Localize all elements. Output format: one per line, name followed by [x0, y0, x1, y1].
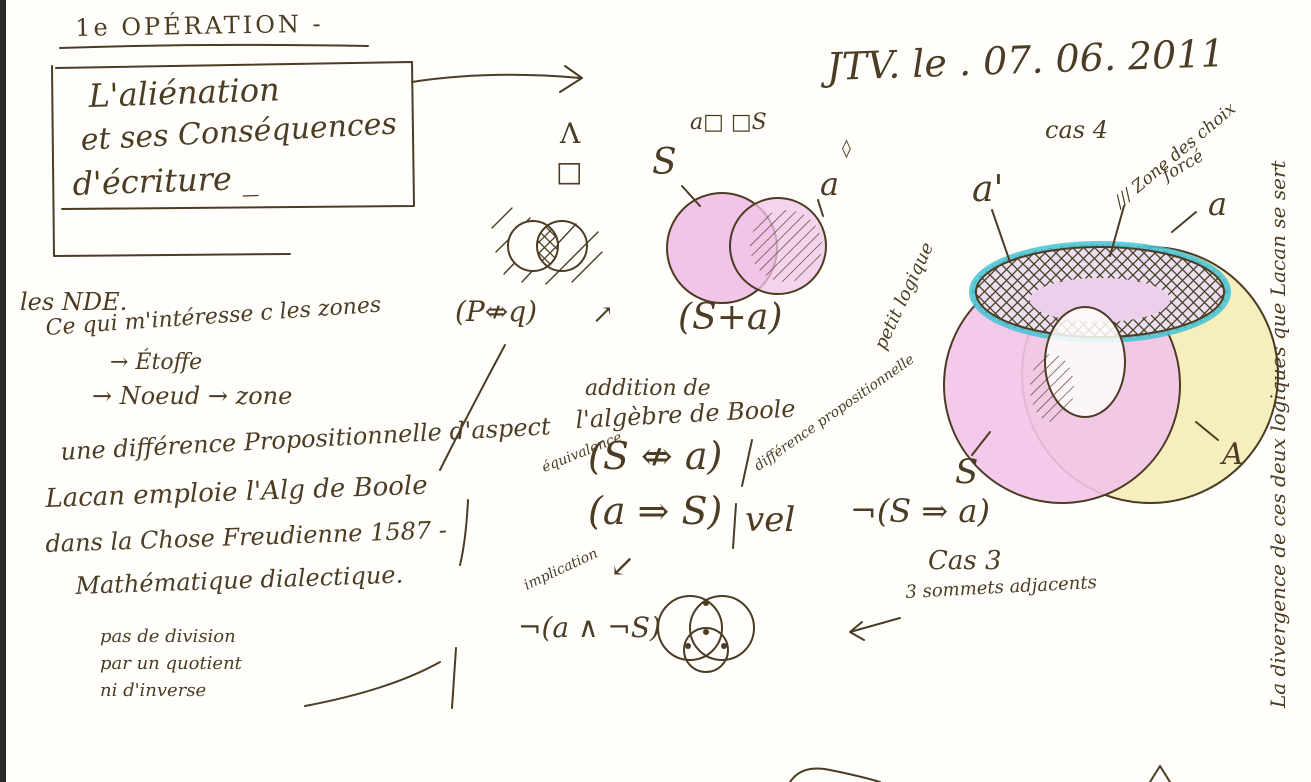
case3-arrow — [849, 617, 901, 641]
venn-sum-hatch — [750, 210, 822, 282]
implication-formula: (a ⇒ S) — [588, 489, 723, 533]
venn3-vertex — [703, 600, 709, 606]
box-frame — [51, 61, 415, 257]
torus-hole — [1030, 278, 1170, 322]
negated-conjunction: ¬(a ∧ ¬S) — [518, 611, 661, 644]
case4-label: cas 4 — [1045, 116, 1108, 144]
hatched-venn-diagram — [491, 207, 603, 285]
venn3-circle-left — [657, 595, 723, 661]
venn-sum-a-pointer — [817, 199, 824, 217]
knot-venn-diagram — [943, 205, 1279, 504]
venn3-vertex — [685, 643, 691, 649]
venn3-circle-right — [689, 595, 755, 661]
venn3-circle-bottom — [683, 627, 729, 673]
inner-loop-hatch — [1030, 354, 1074, 422]
bottom-subnote-2: par un quotient — [100, 653, 242, 674]
notes-heading: les NDE. — [20, 288, 128, 316]
venn3-vertex — [703, 629, 709, 635]
negated-implication: ¬(S ⇒ a) — [850, 492, 990, 530]
label-a: a — [1208, 185, 1228, 223]
notes-item-etoffe: → Étoffe — [110, 350, 203, 375]
torus-band-crosshatch — [972, 244, 1228, 340]
label-a-prime: a' — [972, 169, 1004, 210]
symbol-lambda: Λ — [560, 117, 581, 150]
diagonal-link-line — [439, 344, 506, 471]
a-prime-pointer — [991, 209, 1011, 263]
label-big-a: A — [1222, 437, 1244, 472]
implication-arrow-icon: ↙ — [610, 549, 636, 584]
a-pointer — [1171, 211, 1197, 233]
box-line-1: L'aliénation — [87, 70, 281, 115]
hatched-intersection — [536, 225, 559, 267]
three-circle-venn — [657, 595, 755, 673]
bottom-subnote-1: pas de division — [100, 626, 236, 647]
hatched-formula: (P⇎q) — [455, 295, 538, 328]
venn-sum-label-top: a□ □S — [690, 110, 767, 135]
bracket-line-lower — [304, 647, 457, 709]
s-pointer — [971, 431, 991, 456]
cut-off-marks — [789, 765, 1171, 782]
separator-bar — [732, 503, 737, 549]
separator-slash — [741, 439, 753, 487]
symbol-square: □ — [556, 155, 583, 188]
bracket-line — [459, 499, 469, 566]
label-s: S — [955, 452, 979, 492]
page-title: 1e OPÉRATION - — [74, 9, 324, 42]
venn-sum-label-s: S — [652, 142, 677, 183]
zone-pointer — [1109, 205, 1125, 257]
venn-sum-formula: (S+a) — [678, 297, 783, 338]
vertical-note: La divergence de ces deux logiques que L… — [1266, 160, 1290, 708]
vel-label: vel — [745, 500, 796, 540]
notes-item-noeud: → Noeud → zone — [92, 382, 293, 410]
box-line-3: d'écriture _ — [71, 158, 259, 203]
scan-edge — [0, 0, 6, 782]
venn-sum-diagram — [666, 185, 827, 304]
big-a-pointer — [1195, 421, 1219, 441]
venn3-vertex — [721, 643, 727, 649]
punch-icon: ◊ — [842, 138, 851, 159]
bottom-subnote-3: ni d'inverse — [100, 680, 207, 701]
hatched-arrow-icon: ↗ — [592, 300, 614, 330]
venn-sum-s-pointer — [681, 185, 701, 207]
case3-label: Cas 3 — [928, 546, 1002, 576]
boole-line-1: addition de — [585, 376, 711, 401]
equivalence-formula: (S ⇎ a) — [588, 434, 723, 478]
box-arrow — [411, 65, 583, 93]
title-underline — [59, 43, 369, 49]
venn-sum-label-a: a — [820, 165, 840, 203]
